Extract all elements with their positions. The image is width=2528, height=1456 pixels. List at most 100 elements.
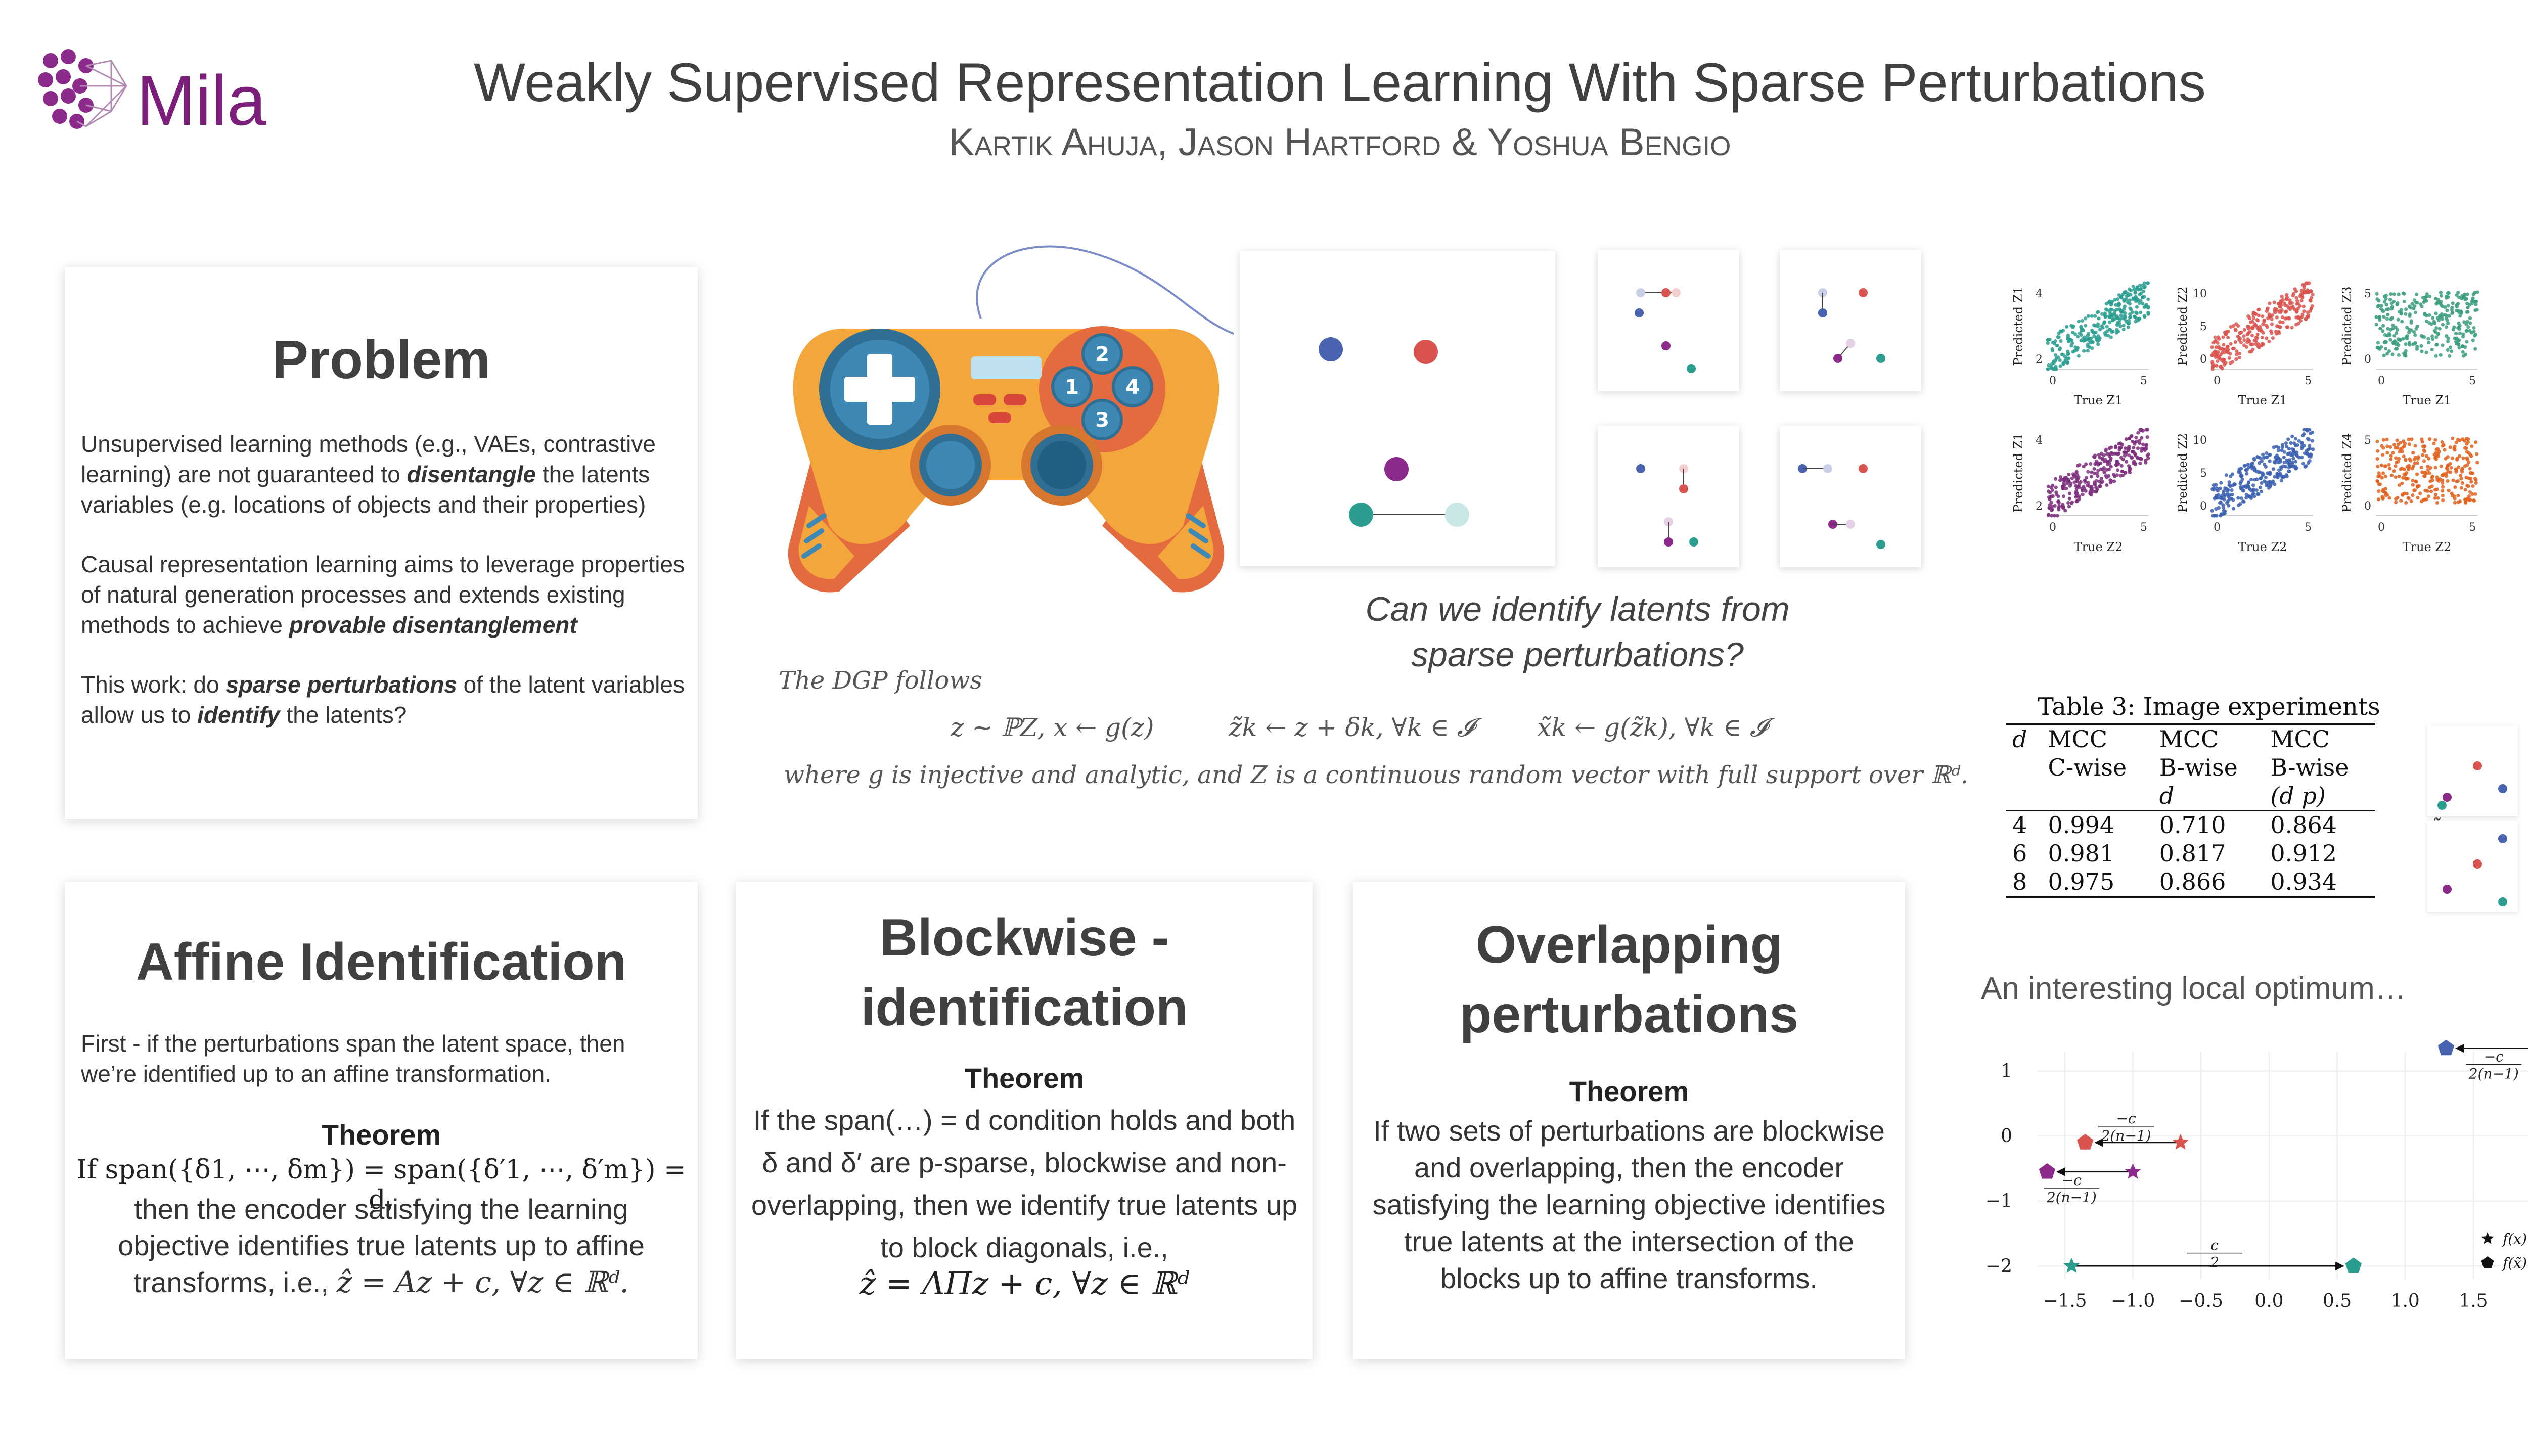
scatter-point [2239,475,2243,479]
scatter-point [2265,451,2269,456]
scatter-point [2446,295,2450,299]
scatter-point [2107,462,2112,466]
scatter-point [2296,316,2300,320]
scatter-point [2056,494,2060,498]
scatter-point [2127,453,2131,458]
scatter-point [2241,499,2245,504]
scatter-point [2465,329,2469,333]
scatter-point [2474,302,2478,306]
scatter-point [2286,437,2290,441]
table-caption: Table 3: Image experiments [2038,693,2380,721]
scatter-point [2468,467,2472,471]
scatter-point [2470,444,2474,448]
scatter-point [2461,456,2465,460]
scatter-point [2399,498,2403,503]
scatter-point [2412,298,2416,302]
scatter-point [2376,341,2380,345]
scatter-point [2450,456,2455,460]
scatter-point [2454,467,2458,471]
scatter-point [2210,360,2215,364]
scatter-point [2308,444,2312,448]
scatter-point [2385,450,2389,455]
scatter-point [2474,478,2478,482]
scatter-point [2102,471,2106,475]
scatter-point [2242,464,2246,468]
scatter-point [2435,487,2440,491]
scatter-point [2260,459,2264,463]
scatter-point [2453,444,2457,448]
scatter-point [2140,436,2144,440]
scatter-point [2222,509,2226,513]
scatter-point [2443,448,2447,452]
scatter-point [2466,440,2470,444]
scatter-point [2215,486,2219,490]
scatter-point [2064,486,2068,491]
scatter-point [2404,312,2408,316]
scatter-point [2144,303,2148,307]
scatter-point [2415,345,2419,349]
scatter-point [2261,452,2265,457]
scatter-point [2127,436,2131,440]
scatter-point [2226,345,2230,349]
scatter-point [2058,475,2063,479]
x-tick-label: 1.5 [2459,1291,2488,1311]
scatter-point [2386,327,2390,331]
scatter-point [2400,481,2404,485]
scatter-point [2078,463,2082,467]
scatter-point [2394,475,2398,479]
scatter-point [2096,334,2100,338]
scatter-point [2127,464,2131,468]
scatter-point [2072,480,2076,484]
scatter-point [2244,468,2248,472]
scatter-point [2427,313,2431,317]
scatter-point [2453,485,2457,489]
scatter-point [2379,303,2383,308]
scatter-point [2293,464,2297,468]
scatter-point [2052,367,2056,371]
tick-label: 5 [2364,288,2371,300]
scatter-point [2139,457,2143,461]
scatter-point [2456,493,2460,498]
scatter-point [2460,470,2464,474]
scatter-point [2447,291,2451,295]
scatter-point [2392,292,2396,296]
scatter-point [2271,336,2275,340]
scatter-point [2422,448,2426,452]
scatter-point [2407,330,2411,335]
scatter-point [2089,475,2094,479]
scatter-point [2096,342,2100,346]
scatter-point [2398,449,2402,454]
scatter-point [2070,338,2074,342]
scatter-point [2233,340,2237,344]
overlap-card: Overlapping perturbations Theorem If two… [1353,882,1905,1359]
scatter-point [2117,293,2121,297]
scatter-point [2076,335,2080,339]
scatter-point [2070,341,2074,345]
scatter-point [2228,493,2232,497]
scatter-point [2281,443,2285,447]
scatter-point [2251,326,2255,330]
scatter-point [2136,446,2140,450]
scatter-point [2242,338,2246,342]
tick-label: 5 [2305,521,2312,534]
scatter-point [2270,322,2274,326]
scatter-point [2281,321,2285,325]
scatter-point [2412,330,2416,334]
scatter-point [2445,318,2449,323]
scatter-point [2076,354,2081,358]
scatter-point [2270,313,2274,317]
scatter-point [2237,338,2241,342]
scatter-point [2426,465,2430,469]
scatter-point [2125,294,2129,298]
scatter-point [2465,456,2469,460]
scatter-point [2101,326,2105,330]
scatter-point [2413,310,2417,314]
scatter-point [2090,486,2094,490]
scatter-point [2071,350,2075,354]
scatter-point [2446,339,2450,343]
scatter-point [2291,447,2295,452]
scatter-point [2408,457,2412,461]
